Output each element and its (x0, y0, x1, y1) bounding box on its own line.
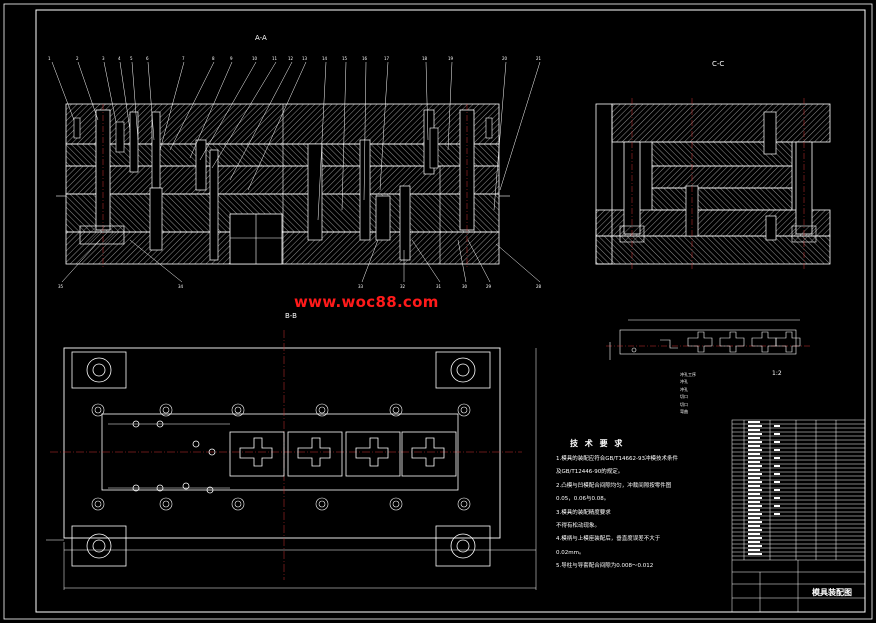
legend-line: 弯曲 (680, 409, 688, 415)
svg-text:13: 13 (302, 56, 308, 61)
section-label-a-a: A-A (255, 34, 267, 42)
svg-text:32: 32 (400, 284, 406, 289)
tech-line: 3.模具的装配精度要求 (556, 509, 611, 516)
svg-text:33: 33 (358, 284, 364, 289)
bom-cell-marks (748, 421, 780, 555)
legend-line: 切口 (680, 401, 688, 407)
section-label-b-b: B-B (285, 312, 297, 320)
svg-text:20: 20 (502, 56, 508, 61)
tech-requirements-title: 技 术 要 求 (570, 439, 625, 448)
legend-line: 冲孔 (680, 379, 688, 385)
strip-layout (606, 319, 810, 360)
section-b-b (46, 330, 537, 590)
svg-text:17: 17 (384, 56, 390, 61)
svg-text:8: 8 (212, 56, 215, 61)
svg-text:29: 29 (486, 284, 492, 289)
svg-text:19: 19 (448, 56, 454, 61)
svg-text:21: 21 (536, 56, 542, 61)
tech-line: 5.导柱与导套配合间隙为0.008～0.012 (556, 563, 654, 570)
tech-line: 0.02mm。 (556, 549, 585, 556)
legend-line: 切口 (680, 394, 688, 400)
svg-text:14: 14 (322, 56, 328, 61)
scale-label: 1:2 (772, 370, 782, 377)
svg-text:10: 10 (252, 56, 258, 61)
svg-text:6: 6 (146, 56, 149, 61)
bom-table (731, 419, 866, 613)
tech-line: 4.模柄与上模座装配后，垂直度误差不大于 (556, 536, 661, 543)
svg-text:11: 11 (272, 56, 278, 61)
tech-line: 及GB/T12446-90的规定。 (556, 469, 624, 476)
tech-requirements: 技 术 要 求 1.模具的装配应符合GB/T14662-93冲模技术条件 及GB… (556, 438, 726, 574)
outer-frame (3, 3, 873, 620)
svg-text:9: 9 (230, 56, 233, 61)
tech-line: 不得有松动现象。 (556, 523, 601, 530)
svg-text:2: 2 (76, 56, 79, 61)
watermark-text: www.woc88.com (294, 293, 439, 311)
svg-text:3: 3 (102, 56, 105, 61)
legend-line: 冲孔工序 (680, 372, 696, 377)
svg-text:18: 18 (422, 56, 428, 61)
tech-line: 0.05，0.06与0.08。 (556, 496, 610, 503)
svg-text:30: 30 (462, 284, 468, 289)
inner-frame (35, 9, 866, 613)
svg-text:28: 28 (536, 284, 542, 289)
svg-text:5: 5 (130, 56, 133, 61)
section-c-c (595, 98, 831, 270)
svg-text:7: 7 (182, 56, 185, 61)
svg-text:4: 4 (118, 56, 121, 61)
svg-text:12: 12 (288, 56, 294, 61)
svg-text:16: 16 (362, 56, 368, 61)
svg-text:31: 31 (436, 284, 442, 289)
svg-text:35: 35 (58, 284, 64, 289)
strip-legend: 冲孔工序 冲孔 冲孔 切口 切口 弯曲 (680, 371, 696, 415)
svg-text:1: 1 (48, 56, 51, 61)
title-block-drawing-name: 模具装配图 (812, 588, 852, 597)
tech-line: 2.凸模与凹模配合间隙均匀，冲裁间隙按零件图 (556, 482, 672, 489)
svg-text:34: 34 (178, 284, 184, 289)
tech-line: 1.模具的装配应符合GB/T14662-93冲模技术条件 (556, 456, 678, 462)
svg-text:15: 15 (342, 56, 348, 61)
section-label-c-c: C-C (712, 60, 725, 68)
legend-line: 冲孔 (680, 386, 688, 392)
